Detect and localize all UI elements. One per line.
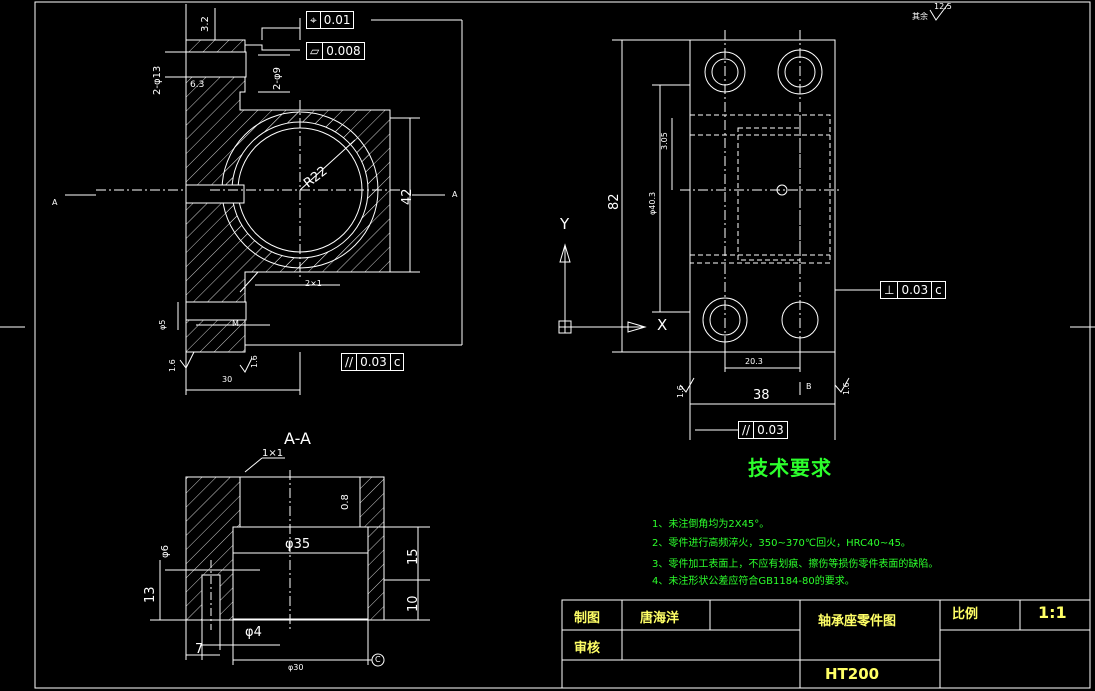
front-bottom-dim: 30 xyxy=(222,375,233,384)
roughness-icons xyxy=(179,3,949,393)
section-dim-4: φ4 xyxy=(245,625,262,640)
tol-parallel-front-datum: c xyxy=(393,355,401,369)
tech-req-item-1: 1、未注倒角均为2X45°。 xyxy=(652,519,770,530)
dim-phi9: 2-φ9 xyxy=(272,67,283,90)
datum-c-icon xyxy=(355,653,385,667)
tol-position-value: 0.01 xyxy=(323,13,351,27)
tech-req-item-3: 3、零件加工表面上，不应有划痕、擦伤等损伤零件表面的缺陷。 xyxy=(652,559,939,570)
tol-parallel-front-value: 0.03 xyxy=(357,354,391,370)
tol-parallel-front-symbol: // xyxy=(342,354,358,370)
section-dim-08: 0.8 xyxy=(340,494,351,510)
side-sub-dim: 20.3 xyxy=(745,357,763,366)
dim-phi13: 2-φ13 xyxy=(152,65,163,95)
tol-flatness-value: 0.008 xyxy=(326,44,361,58)
roughness-note: 其余 xyxy=(912,12,928,21)
section-dim-13: 13 xyxy=(143,586,158,603)
cut-marker-right: A xyxy=(452,190,458,199)
title-block xyxy=(561,599,1091,689)
tol-parallel-side-symbol: // xyxy=(739,422,755,438)
tb-part-name: 轴承座零件图 xyxy=(818,614,897,629)
section-datum-c: C xyxy=(375,655,381,664)
axis-y-label: Y xyxy=(560,215,570,233)
front-height-dim: 42 xyxy=(400,188,415,205)
section-view xyxy=(150,457,430,665)
section-dim-7: 7 xyxy=(195,642,204,657)
dim-63: 6.3 xyxy=(190,80,205,90)
front-roughness-b: 1.6 xyxy=(250,355,259,368)
section-label: A-A xyxy=(284,429,311,448)
tol-parallel-side-frame[interactable]: // 0.03 xyxy=(738,421,788,439)
side-height-dim: 82 xyxy=(607,193,622,210)
section-dim-6: φ6 xyxy=(160,545,171,558)
section-chamfer: 1×1 xyxy=(262,448,284,459)
side-roughness-a: 1.6 xyxy=(676,385,685,398)
ucs-axis-icon xyxy=(558,243,647,334)
front-left-small-dim: φ5 xyxy=(158,319,167,330)
tol-perp-symbol: ⊥ xyxy=(881,282,899,298)
cut-marker-left: A xyxy=(52,198,58,207)
roughness-value: 12.5 xyxy=(934,2,952,11)
tb-review-label: 审核 xyxy=(574,641,601,656)
tol-position-frame[interactable]: ⌖ 0.01 xyxy=(306,11,355,29)
section-bore-dim: φ35 xyxy=(285,537,311,552)
tol-flatness-symbol: ▱ xyxy=(307,43,324,59)
tol-parallel-side-value: 0.03 xyxy=(757,423,784,437)
section-dim-30: φ30 xyxy=(288,663,304,672)
side-datum-b: B xyxy=(806,382,812,391)
tech-req-item-4: 4、未注形状公差应符合GB1184-80的要求。 xyxy=(652,576,855,587)
front-roughness-a: 1.6 xyxy=(168,359,177,372)
tol-position-symbol: ⌖ xyxy=(307,12,321,28)
tol-flatness-frame[interactable]: ▱ 0.008 xyxy=(306,42,365,60)
tol-perp-value: 0.03 xyxy=(898,282,933,298)
side-width-dim: 38 xyxy=(753,388,770,403)
front-thread-dim: M xyxy=(232,319,239,328)
tb-scale-value: 1:1 xyxy=(1038,603,1067,622)
tol-perp-frame[interactable]: ⊥ 0.03 c xyxy=(880,281,946,299)
tb-drawn-name: 唐海洋 xyxy=(640,611,680,626)
front-view xyxy=(65,4,463,395)
tech-req-item-2: 2、零件进行高频淬火，350~370℃回火，HRC40~45。 xyxy=(652,538,911,549)
tb-drawn-label: 制图 xyxy=(574,611,601,626)
side-inner-dim2: 3.05 xyxy=(660,132,669,150)
front-chamfer-dim: 2×1 xyxy=(305,279,322,288)
tb-scale-label: 比例 xyxy=(952,607,979,622)
side-view xyxy=(612,30,880,440)
tb-material: HT200 xyxy=(825,665,880,683)
tol-perp-datum: c xyxy=(935,283,942,297)
tol-parallel-front-frame[interactable]: // 0.03 c xyxy=(341,353,405,371)
side-roughness-b: 1.6 xyxy=(842,382,851,395)
dim-32: 3.2 xyxy=(200,16,211,32)
section-dim-15: 15 xyxy=(406,548,421,565)
section-dim-10: 10 xyxy=(406,595,421,612)
tech-req-title: 技术要求 xyxy=(748,456,832,480)
side-inner-dim: φ40.3 xyxy=(648,191,657,215)
axis-x-label: X xyxy=(657,316,668,334)
